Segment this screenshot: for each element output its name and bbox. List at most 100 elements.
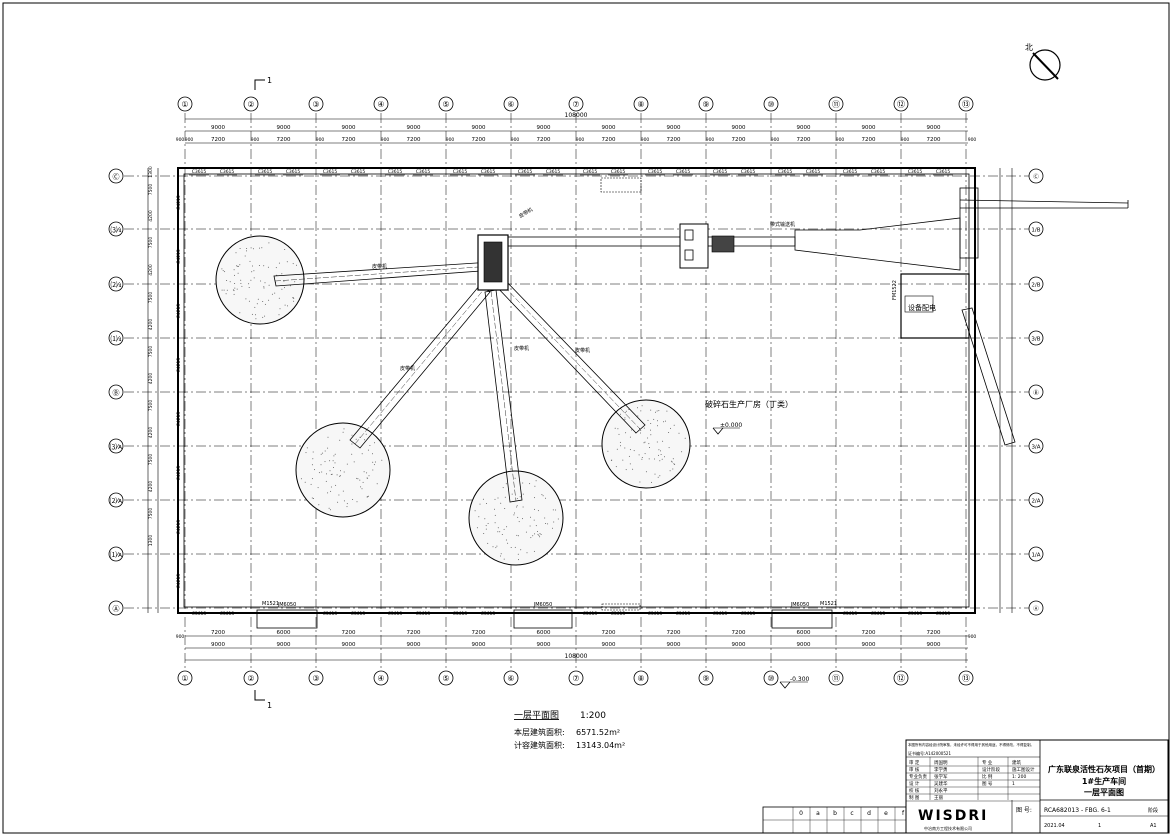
- window-label-bottom: C3615: [713, 611, 728, 617]
- top-dashed-opening: [600, 177, 642, 193]
- axis-label-x: ⑫: [897, 100, 905, 109]
- grid-lines-vertical: [184, 113, 967, 670]
- axis-label-x: ⑧: [637, 674, 644, 683]
- axis-label-y: ⑵⁄ᴀ: [110, 496, 122, 505]
- window-label-bottom: C3615: [871, 611, 886, 617]
- conveyor-label-2: 皮带机: [518, 206, 535, 220]
- axis-label-x: ⑧: [637, 100, 644, 109]
- door-label-1: JM6050: [277, 602, 297, 608]
- door-label-2: JM6050: [533, 602, 553, 608]
- left-dimension-chain: 1300750042007500420075004200750042007500…: [147, 166, 159, 613]
- window-label-top: C3615: [583, 169, 598, 175]
- version-letter: a: [816, 810, 820, 817]
- total-dimension-top: 108000: [565, 112, 588, 119]
- dim-bay-bottom: 9000: [862, 642, 876, 648]
- top-dimension-chain: 108000 900072009009000720090090007200900…: [176, 112, 977, 144]
- window-label-top: C3615: [936, 169, 951, 175]
- axis-label-x: ⑦: [572, 100, 579, 109]
- window-label-bottom: C3615: [481, 611, 496, 617]
- dim-sub-bottom: 7200: [472, 630, 486, 636]
- window-label-bottom: C3615: [611, 611, 626, 617]
- window-label-bottom: C3615: [416, 611, 431, 617]
- dim-col-top: 900: [901, 137, 910, 143]
- dim-col-top: 900: [185, 137, 194, 143]
- axis-bubble-x-6-bottom: ⑥: [503, 670, 519, 686]
- version-letter: d: [867, 810, 871, 817]
- axis-bubble-y-right-1: Ⓒ: [1028, 168, 1044, 184]
- axis-bubble-x-11-bottom: ⑪: [828, 670, 844, 686]
- version-letter: 0: [799, 810, 803, 817]
- titleblock-project: 广东联泉活性石灰项目（首期）: [1048, 764, 1160, 774]
- axis-bubble-y-left-1: Ⓒ: [108, 168, 124, 184]
- north-label: 北: [1025, 43, 1033, 52]
- dim-sub-top: 7200: [862, 137, 876, 143]
- axis-label-y-right: 2/A: [1031, 499, 1040, 505]
- stage-label: 阶段: [1148, 807, 1158, 814]
- axis-label-x: ⑪: [832, 100, 840, 109]
- drawing-no: RCA682013 - FBG. 6-1: [1044, 807, 1111, 814]
- dim-sub-top: 7200: [927, 137, 941, 143]
- plant-label: 破碎石生产厂房（丁类）: [705, 399, 793, 409]
- dim-bay-top: 9000: [472, 125, 486, 131]
- titleblock-cert: 证书编号:A142000521: [908, 750, 951, 756]
- side-window-label: C4215: [176, 249, 182, 264]
- total-dimension-bottom: 108000: [565, 653, 588, 660]
- axis-bubble-x-10-bottom: ⑩: [763, 670, 779, 686]
- titleblock-field-value: 施工图设计: [1012, 766, 1035, 773]
- axis-label-x: ⑨: [702, 674, 709, 683]
- dim-bay-bottom: 9000: [342, 642, 356, 648]
- axis-label-y: ⑶⁄₄: [111, 225, 122, 234]
- dim-col-top: 900: [511, 137, 520, 143]
- axis-bubble-y-left-4: ⑴⁄₄: [108, 330, 124, 346]
- titleblock-field-value: 1: 200: [1012, 774, 1027, 780]
- elevation-marker: ±0.000: [712, 422, 742, 435]
- transfer-station: [679, 223, 735, 269]
- axis-label-y-right: 3/B: [1031, 337, 1040, 343]
- dim-col-top: 900: [316, 137, 325, 143]
- version-letter: c: [850, 810, 853, 817]
- dim-bay-bottom: 9000: [927, 642, 941, 648]
- axis-label-y: Ⓑ: [113, 389, 120, 397]
- dim-left: 7500: [148, 237, 154, 249]
- window-label-bottom: C3615: [453, 611, 468, 617]
- stockpile-circle-bottom: [468, 470, 564, 566]
- dim-col-top: 900: [381, 137, 390, 143]
- axis-label-y: ⑴⁄₄: [111, 334, 122, 343]
- titleblock-row-name: 刘永平: [934, 787, 948, 794]
- dim-end-top-right: 900: [968, 137, 977, 143]
- titleblock-size: A1: [1150, 823, 1157, 829]
- window-label-top: C3615: [258, 169, 273, 175]
- axis-label-y: Ⓐ: [113, 605, 120, 613]
- dim-sub-bottom: 7200: [211, 630, 225, 636]
- titleblock-row-name: 吴建华: [934, 780, 948, 787]
- window-label-bottom: C3615: [741, 611, 756, 617]
- dim-bay-top: 9000: [927, 125, 941, 131]
- section-marker-bottom: 1: [254, 690, 272, 710]
- titleblock-field-label: 比 例: [982, 773, 993, 780]
- axis-bubble-y-right-4: 3/B: [1028, 330, 1044, 346]
- axis-label-y-right: Ⓑ: [1033, 389, 1039, 397]
- dim-left: 1300: [148, 535, 154, 547]
- dim-col-top: 900: [771, 137, 780, 143]
- dim-bay-bottom: 9000: [797, 642, 811, 648]
- elevation-outer-label: -0.300: [790, 676, 810, 683]
- axis-bubble-y-left-6: ⑶⁄ᴀ: [108, 438, 124, 454]
- window-label-top: C3615: [220, 169, 235, 175]
- axis-bubble-y-left-2: ⑶⁄₄: [108, 221, 124, 237]
- axis-label-y: Ⓒ: [113, 173, 120, 181]
- window-label-top: C3615: [871, 169, 886, 175]
- axis-bubble-y-right-6: 3/A: [1028, 438, 1044, 454]
- window-label-top: C3615: [481, 169, 496, 175]
- axis-label-x: ④: [377, 674, 384, 683]
- axis-bubble-y-left-7: ⑵⁄ᴀ: [108, 492, 124, 508]
- dim-col-top: 900: [446, 137, 455, 143]
- window-label-bottom: C3615: [192, 611, 207, 617]
- axis-label-x: ⑩: [767, 100, 774, 109]
- dim-bay-top: 9000: [537, 125, 551, 131]
- axis-bubble-x-13-bottom: ⑬: [958, 670, 974, 686]
- window-label-bottom: C3615: [648, 611, 663, 617]
- door-m2-label: M1521: [820, 601, 837, 607]
- dim-col-top: 900: [836, 137, 845, 143]
- window-label-top: C3615: [416, 169, 431, 175]
